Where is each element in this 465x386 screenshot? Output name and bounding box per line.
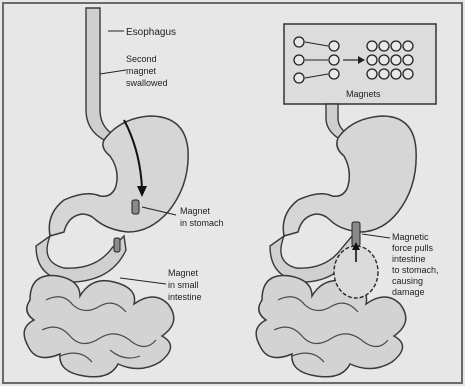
magnet-intestine-label: Magnet in small intestine	[168, 268, 202, 302]
magnet-ball-icon	[294, 73, 304, 83]
magnet-ball-icon	[329, 69, 339, 79]
magnetic-force-label: Magnetic force pulls intestine to stomac…	[392, 232, 441, 297]
magnets-box-label: Magnets	[346, 89, 381, 99]
stomach	[283, 116, 416, 236]
left-digestive-tract	[24, 8, 188, 377]
magnet-ball-icon	[294, 55, 304, 65]
second-magnet-label: Second magnet swallowed	[126, 54, 168, 88]
magnet-ball-icon	[329, 55, 339, 65]
magnetic-force-leader	[362, 234, 390, 238]
magnet-ball-icon	[329, 41, 339, 51]
second-magnet-leader	[100, 70, 126, 74]
magnet-ball-icon	[294, 37, 304, 47]
magnet-stomach-icon	[132, 200, 139, 214]
magnet-stomach-label: Magnet in stomach	[180, 206, 224, 228]
stomach	[49, 116, 188, 236]
magnet-intestine-leader	[120, 278, 166, 284]
magnet-intestine-icon	[114, 238, 120, 252]
small-intestine	[256, 276, 406, 377]
esophagus-label: Esophagus	[126, 27, 176, 38]
small-intestine	[24, 276, 174, 377]
